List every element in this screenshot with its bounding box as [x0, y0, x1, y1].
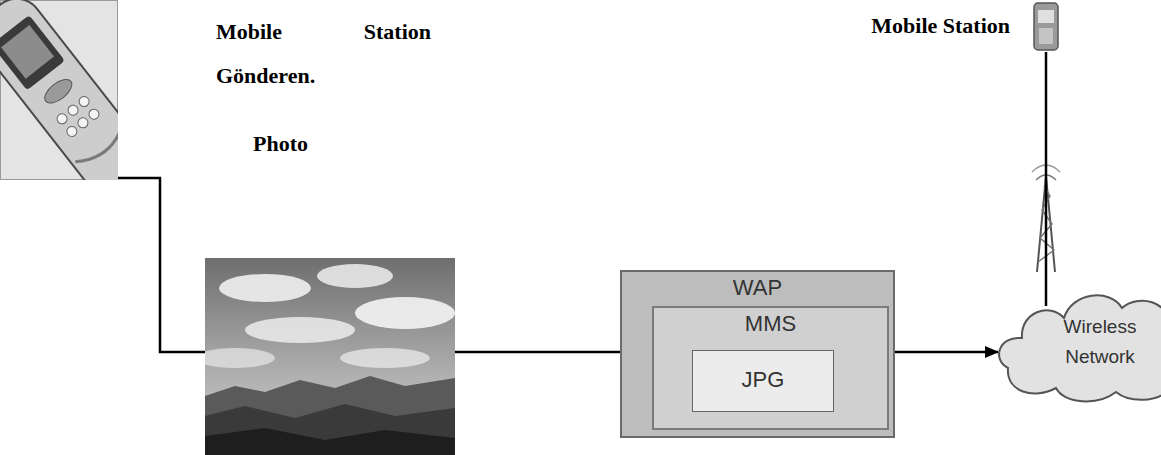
station-label: Mobile Station Gönderen. — [216, 10, 431, 98]
network-label: Wireless Network — [1048, 312, 1152, 372]
phone-body-group — [0, 0, 118, 180]
phone-key — [76, 116, 90, 130]
antenna-wave — [1036, 175, 1056, 180]
phone-body — [0, 0, 118, 180]
photo-cloud — [219, 274, 311, 302]
station-label: Mobile Station — [871, 4, 1010, 48]
antenna-lattice — [1038, 186, 1054, 262]
photo-cloud — [205, 348, 275, 368]
protocol-label: WAP — [733, 275, 782, 301]
phone-key — [66, 103, 80, 117]
phone-button — [41, 75, 76, 107]
picture-frame — [0, 0, 118, 180]
antenna-tower — [1037, 176, 1055, 272]
receiver-phone-icon — [1034, 3, 1058, 50]
phone-key — [55, 112, 69, 126]
phone-key — [77, 95, 91, 109]
photo-frame: Photo — [205, 258, 455, 455]
message-label: MMS — [745, 311, 796, 337]
protocol-box: WAP MMS JPG — [620, 270, 895, 438]
phone-key — [87, 107, 101, 121]
network-cloud: Wireless Network — [998, 288, 1161, 402]
receiver-phone: Mobile Station — [1032, 2, 1060, 52]
photo-cloud — [355, 297, 455, 329]
photo-ground — [205, 404, 455, 455]
photo-label: Photo — [253, 122, 308, 166]
file-box: JPG — [692, 350, 834, 412]
cloud-shape — [999, 295, 1161, 401]
phone-display — [1, 25, 54, 79]
receiver-phone-screen — [1038, 10, 1054, 23]
phone-edge — [75, 125, 118, 170]
photo-sky — [205, 258, 455, 455]
photo-cloud — [340, 348, 430, 368]
connector-line — [455, 351, 620, 354]
receiver-phone-keys — [1039, 28, 1053, 44]
phone-screen — [0, 15, 65, 90]
connector-line — [1045, 52, 1048, 306]
photo-hills — [205, 376, 455, 455]
landscape-photo — [205, 258, 455, 455]
sender-phone-picture — [0, 0, 118, 180]
connector-line — [118, 178, 205, 352]
sender-phone: Mobile Station Gönderen. — [0, 0, 118, 180]
photo-cloud — [317, 264, 393, 288]
antenna-wave — [1032, 165, 1060, 172]
photo-foreground — [205, 428, 455, 455]
cloud-outline — [998, 288, 1161, 402]
connector-line — [895, 351, 998, 354]
photo-cloud — [245, 317, 355, 343]
phone-key — [65, 124, 79, 138]
message-box: MMS JPG — [652, 306, 889, 430]
file-label: JPG — [742, 367, 785, 393]
